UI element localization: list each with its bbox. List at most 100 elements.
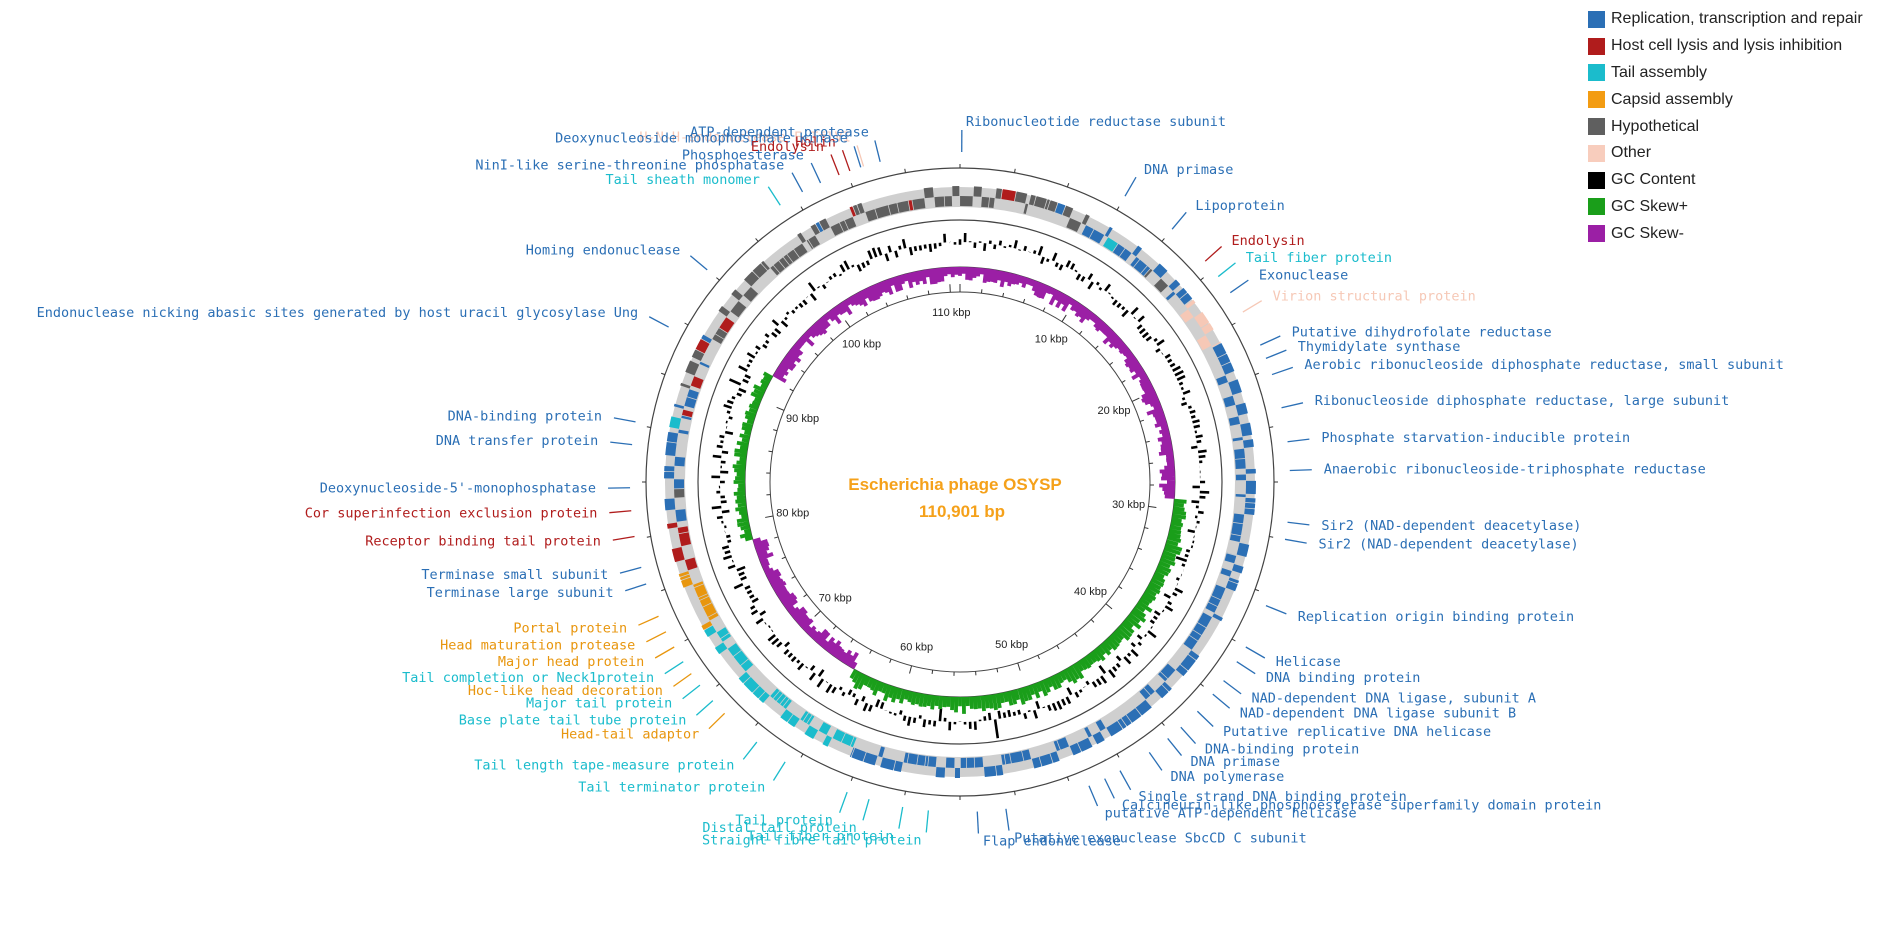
legend-item: Capsid assembly — [1588, 86, 1902, 113]
annotation-leader — [898, 806, 904, 829]
tick-mark — [791, 575, 796, 579]
legend-swatch — [1588, 64, 1605, 82]
outer-tick — [1066, 776, 1070, 781]
gene-block — [810, 223, 820, 236]
legend-swatch — [1588, 10, 1605, 28]
outer-tick — [661, 588, 666, 592]
annotation-leader — [830, 154, 840, 176]
outer-tick — [1116, 206, 1120, 211]
outer-tick — [716, 277, 720, 281]
annotation-label: Head maturation protease — [440, 637, 635, 653]
gene-block — [693, 581, 704, 588]
annotation-label: Tail completion or Neck1protein — [402, 670, 654, 686]
annotation-leader — [1271, 366, 1294, 376]
annotation-leader — [1217, 262, 1236, 278]
outer-tick — [800, 206, 804, 211]
tick-mark — [1148, 505, 1157, 508]
gene-block — [752, 686, 765, 699]
tick-mark — [789, 388, 794, 392]
tick-mark — [781, 556, 786, 560]
gene-block — [1081, 225, 1094, 238]
legend-item: Hypothetical — [1588, 113, 1902, 140]
annotation-label: NinI-like serine-threonine phosphatase — [475, 158, 784, 174]
tick-label: 40 kbp — [1074, 586, 1107, 598]
tick-mark — [1121, 380, 1126, 383]
annotation-leader — [1196, 710, 1214, 727]
gene-block — [715, 328, 728, 339]
tick-mark — [1061, 314, 1067, 322]
tick-mark — [776, 406, 785, 411]
annotation-leader — [708, 712, 726, 730]
gc-skew-track — [732, 266, 1187, 714]
gene-block — [1205, 602, 1218, 613]
gene-block — [857, 202, 865, 214]
gene-block — [952, 186, 960, 197]
annotation-leader — [1212, 693, 1231, 709]
legend-label: Other — [1611, 144, 1652, 162]
gene-block — [1228, 577, 1240, 584]
tick-mark — [773, 429, 778, 432]
gene-block — [680, 382, 691, 389]
tick-label: 50 kbp — [995, 639, 1028, 651]
gene-block — [1175, 287, 1188, 299]
gene-block — [674, 488, 685, 498]
annotation-label: Major tail protein — [526, 696, 672, 712]
gene-block — [793, 243, 808, 258]
annotation-label: Putative dihydrofolate reductase — [1292, 325, 1552, 341]
gene-block — [995, 188, 1003, 199]
annotation-leader — [1242, 300, 1263, 313]
gene-block — [1233, 513, 1245, 524]
gene-block — [1165, 291, 1176, 301]
annotation-label: Helicase — [1276, 654, 1341, 670]
gene-block — [1050, 751, 1060, 763]
legend-item: Tail assembly — [1588, 60, 1902, 87]
outer-tick — [904, 168, 906, 173]
gene-block — [701, 621, 713, 630]
gene-block — [773, 260, 785, 273]
annotation-label: Exonuclease — [1259, 268, 1348, 284]
gene-block — [740, 659, 754, 672]
gene-block — [738, 671, 751, 684]
annotation-label: Putative replicative DNA helicase — [1223, 724, 1491, 740]
gene-block — [1031, 756, 1042, 769]
gene-block — [1231, 522, 1243, 536]
gene-block — [718, 306, 731, 317]
annotation-label: Major head protein — [498, 654, 644, 670]
gene-block — [1235, 474, 1246, 481]
gene-block — [841, 733, 854, 746]
tick-mark — [1139, 419, 1145, 422]
tick-mark — [1109, 362, 1114, 366]
gene-block — [1144, 684, 1155, 696]
tick-mark — [1095, 345, 1099, 350]
annotation-label: Terminase small subunit — [421, 567, 608, 583]
gene-block — [699, 596, 712, 607]
gene-block — [743, 286, 759, 302]
gene-block — [1220, 567, 1232, 577]
annotation-leader — [1088, 785, 1099, 807]
gene-block — [673, 403, 685, 409]
annotation-leader — [673, 673, 692, 687]
gene-block — [807, 715, 815, 725]
outer-tick — [1161, 238, 1165, 242]
tick-label: 110 kbp — [932, 307, 970, 319]
gene-block — [1009, 751, 1024, 764]
gene-block — [1211, 584, 1226, 600]
gene-block — [830, 222, 844, 236]
gene-block — [1221, 362, 1235, 375]
gene-block — [1055, 202, 1066, 215]
gene-block — [804, 725, 819, 739]
legend-swatch — [1588, 171, 1605, 189]
annotation-leader — [1265, 605, 1287, 615]
gc-content-line — [711, 232, 1210, 739]
gene-block — [1245, 497, 1256, 503]
gene-block — [1158, 672, 1168, 682]
gene-block — [773, 691, 783, 701]
gene-block — [694, 584, 708, 598]
annotation-label: DNA polymerase — [1170, 769, 1284, 785]
tick-label: 60 kbp — [900, 641, 933, 653]
annotation-label: Tail length tape-measure protein — [474, 758, 734, 774]
gene-block — [761, 260, 770, 271]
annotation-leader — [1204, 245, 1223, 262]
gene-block — [664, 498, 676, 511]
